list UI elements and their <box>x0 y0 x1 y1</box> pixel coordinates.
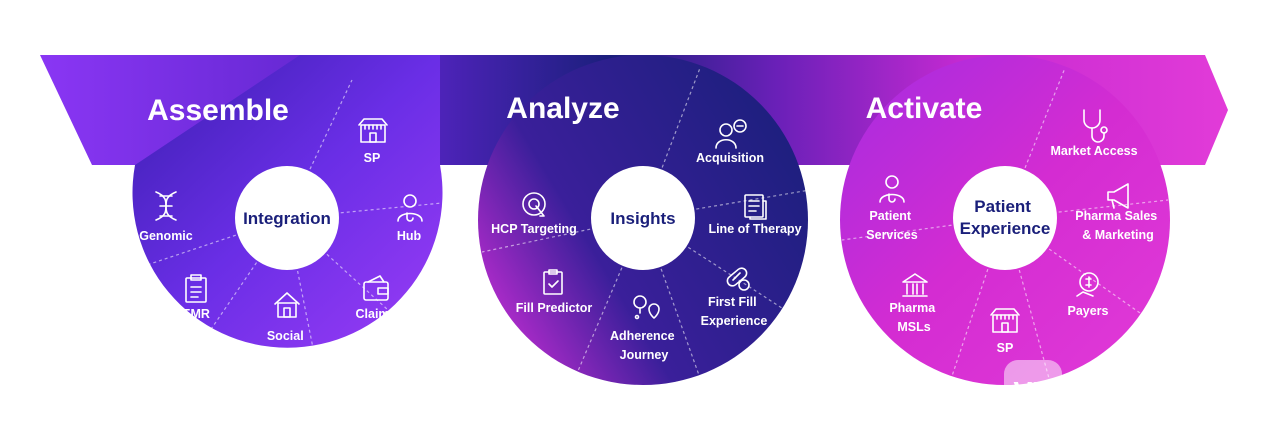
segment-first-fill-line1: First Fill <box>708 295 757 309</box>
patient-experience-hub-circle <box>953 166 1057 270</box>
patient-experience-label: Patient Experience <box>960 197 1051 238</box>
segment-sp-activate: SP <box>997 341 1014 355</box>
segment-pharma-msls-line1: Pharma <box>889 301 936 315</box>
money-hand-icon <box>1076 272 1099 297</box>
segment-hcp-targeting: HCP Targeting <box>491 222 577 236</box>
segment-claims: Claims <box>356 307 397 321</box>
segment-patient-services: Patient Services <box>866 209 917 242</box>
segment-adherence-line2: Journey <box>620 348 669 362</box>
dna-icon <box>155 191 177 221</box>
stethoscope-icon <box>1083 109 1108 143</box>
activate-heading: Activate <box>866 92 983 125</box>
segment-pharma-msls-line2: MSLs <box>897 320 930 334</box>
storefront-icon <box>990 308 1020 333</box>
insights-label: Insights <box>610 209 675 228</box>
pills-icon <box>726 267 750 291</box>
patient-experience-label-line2: Experience <box>960 219 1051 238</box>
patient-experience-label-line1: Patient <box>974 197 1031 216</box>
bank-icon <box>902 273 928 297</box>
doctor-icon <box>879 175 905 203</box>
segment-patient-services-line1: Patient <box>869 209 912 223</box>
segment-adherence-line1: Adherence <box>610 329 675 343</box>
segment-acquisition: Acquisition <box>696 151 764 165</box>
segment-emr: EMR <box>182 307 210 321</box>
segment-line-of-therapy: Line of Therapy <box>708 222 801 236</box>
segment-genomic: Genomic <box>139 229 193 243</box>
segment-patient-services-line2: Services <box>866 228 917 242</box>
clipboard-icon <box>185 274 207 303</box>
integration-hub-circle <box>235 166 339 270</box>
assemble-heading: Assemble <box>147 94 289 127</box>
checklist-icon <box>543 269 563 295</box>
people-chat-icon <box>715 119 747 149</box>
storefront-icon <box>358 118 388 143</box>
segment-pharma-sales-line1: Pharma Sales <box>1075 209 1157 223</box>
segment-fill-predictor: Fill Predictor <box>516 301 593 315</box>
house-icon <box>274 292 300 318</box>
segment-social-determinants: Social Determinants <box>247 329 327 361</box>
segment-social-determinants-line2: Determinants <box>247 347 327 361</box>
insights-hub-circle <box>591 166 695 270</box>
watermark-text: 动脉网 <box>1078 365 1216 419</box>
target-cursor-icon <box>522 192 546 217</box>
watermark-badge-text: VB <box>1014 376 1053 407</box>
segment-social-determinants-line1: Social <box>267 329 304 343</box>
segment-first-fill-experience: First Fill Experience <box>701 295 768 328</box>
segment-pharma-msls: Pharma MSLs <box>889 301 938 334</box>
segment-market-access: Market Access <box>1050 144 1137 158</box>
wallet-icon <box>363 275 389 301</box>
map-pin-icon <box>633 295 660 320</box>
segment-pharma-sales-line2: & Marketing <box>1082 228 1154 242</box>
integration-label: Integration <box>243 209 331 228</box>
watermark-badge <box>1004 360 1062 418</box>
segment-hub: Hub <box>397 229 422 243</box>
segment-adherence-journey: Adherence Journey <box>610 329 678 362</box>
document-icon <box>744 194 767 220</box>
watermark: VB 动脉网 <box>1004 360 1216 419</box>
doctor-icon <box>397 194 423 222</box>
megaphone-icon <box>1107 183 1129 209</box>
analyze-heading: Analyze <box>506 92 619 125</box>
segment-sp: SP <box>364 151 381 165</box>
segment-pharma-sales-marketing: Pharma Sales & Marketing <box>1075 209 1160 242</box>
segment-payers: Payers <box>1067 304 1108 318</box>
segment-first-fill-line2: Experience <box>701 314 768 328</box>
